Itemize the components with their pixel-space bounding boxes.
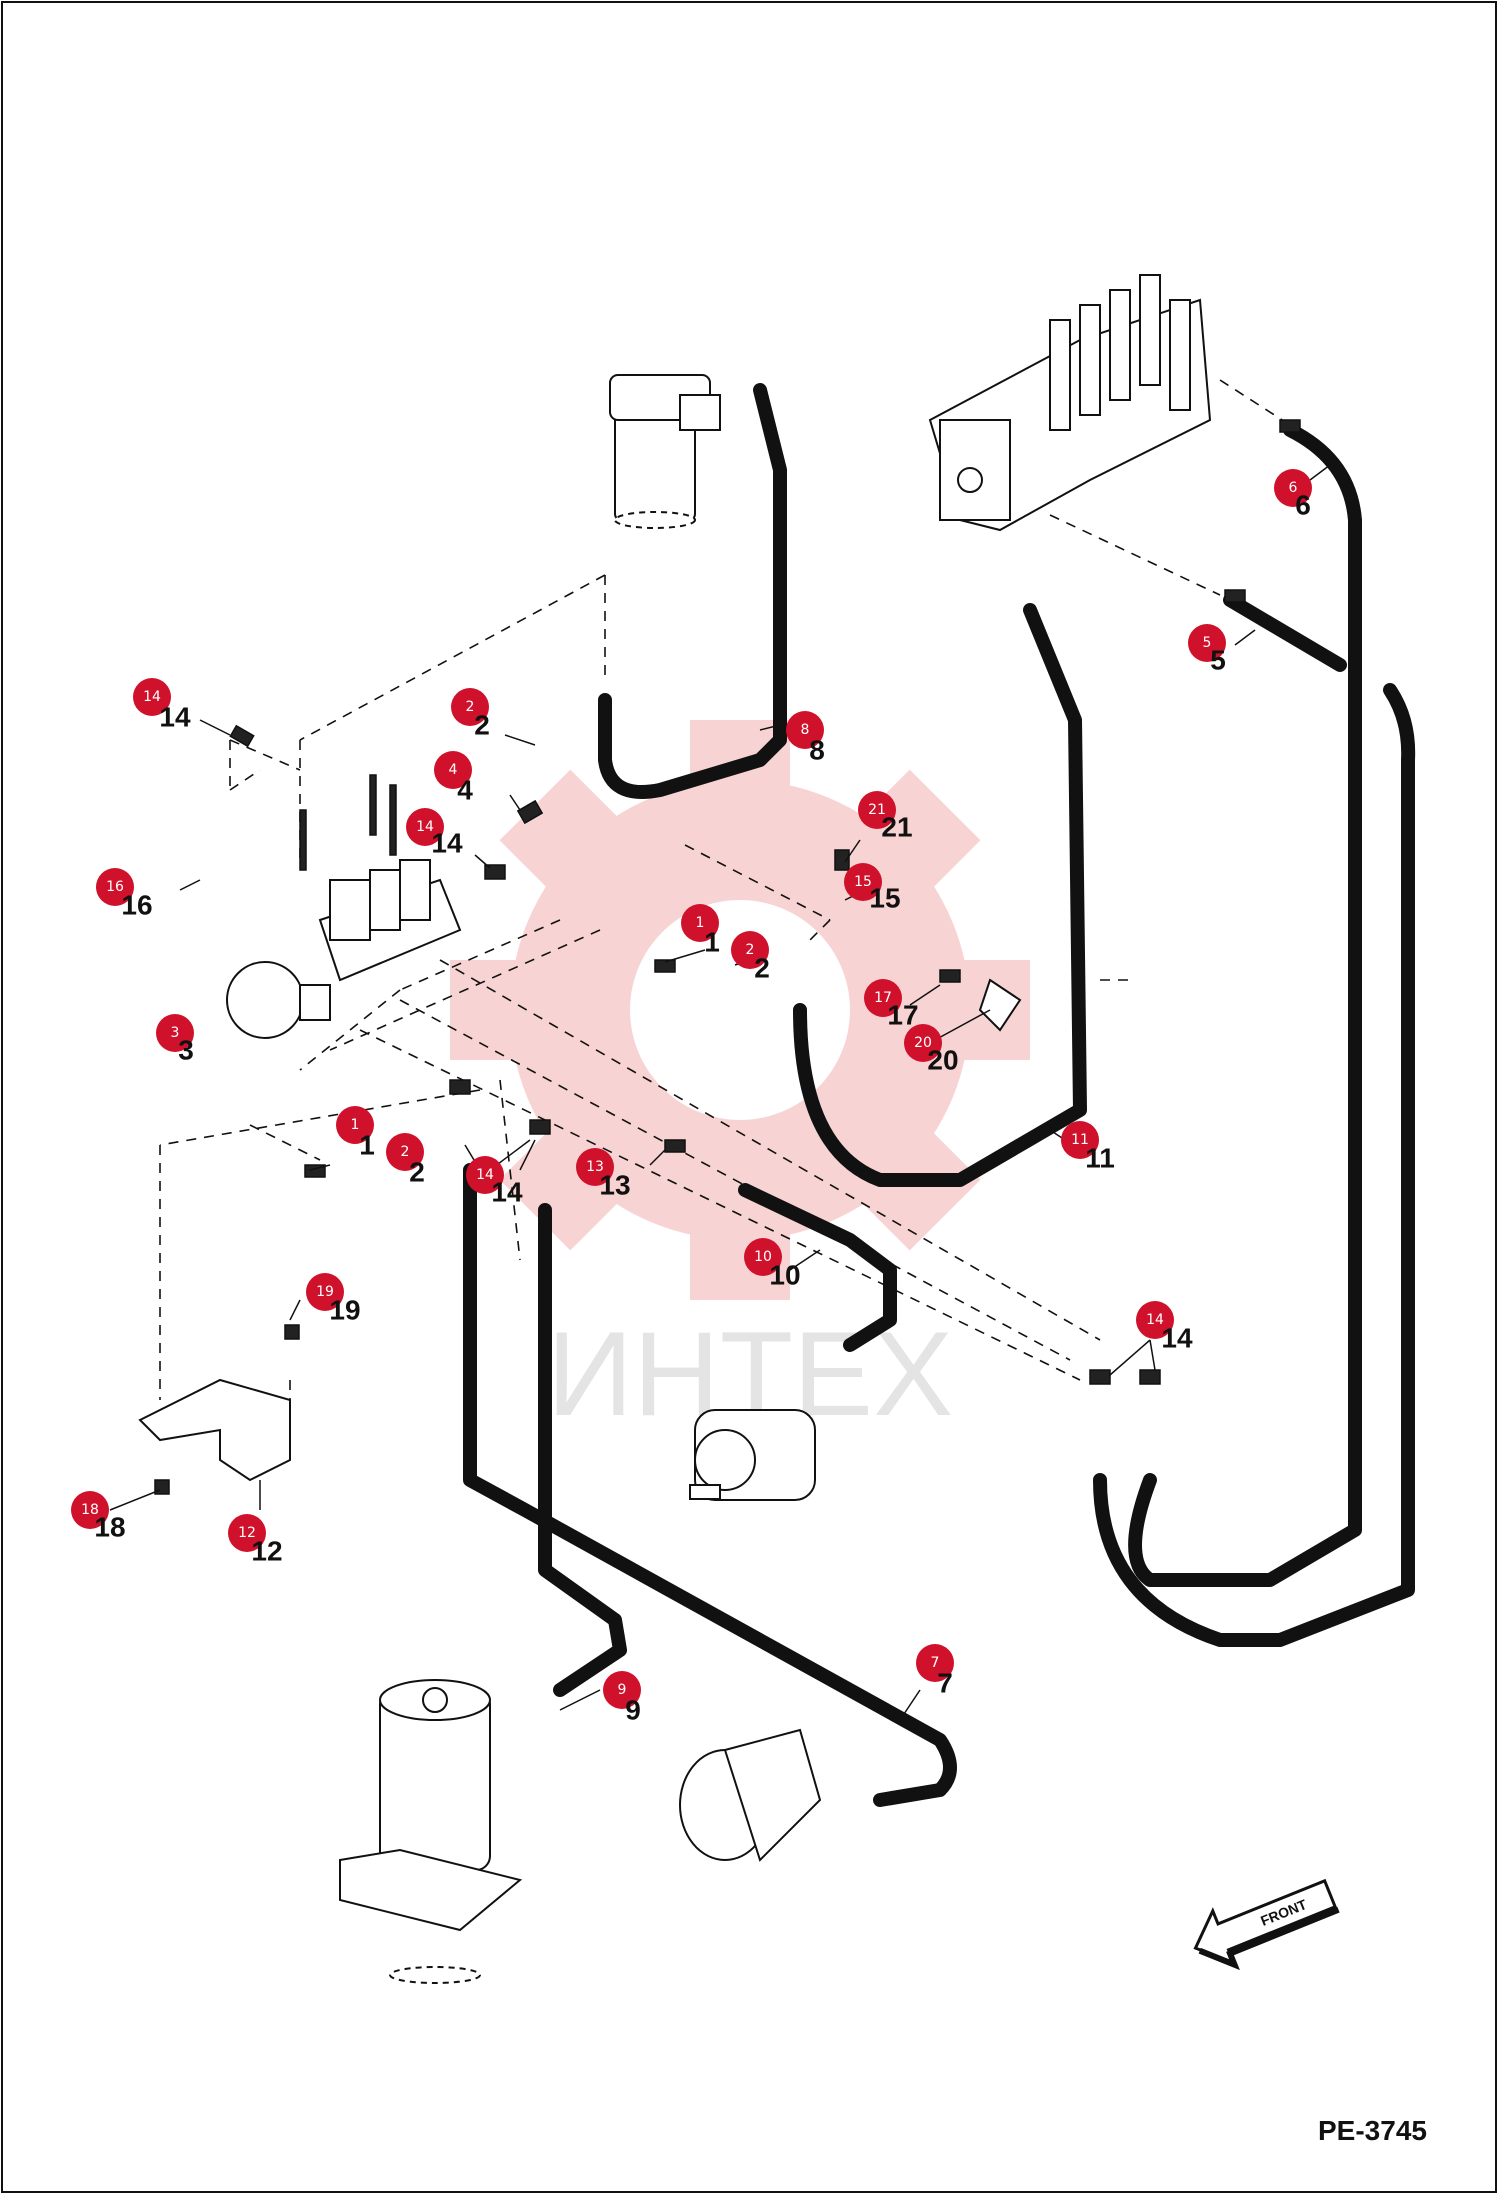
part-label: 2 bbox=[474, 710, 490, 741]
part-label: 6 bbox=[1295, 490, 1311, 521]
callout-number: 19 bbox=[316, 1284, 334, 1300]
callout-9[interactable]: 99 bbox=[603, 1671, 641, 1726]
callout-2b[interactable]: 22 bbox=[731, 931, 770, 984]
callout-number: 2 bbox=[746, 942, 755, 958]
callout-2a[interactable]: 22 bbox=[451, 688, 490, 741]
part-label: 14 bbox=[491, 1177, 523, 1208]
part-label: 5 bbox=[1210, 645, 1226, 676]
travel-motor bbox=[679, 1728, 822, 1862]
part-label: 7 bbox=[937, 1668, 953, 1699]
callout-number: 16 bbox=[106, 879, 124, 895]
part-label: 12 bbox=[251, 1536, 282, 1567]
part-label: 16 bbox=[121, 890, 152, 921]
part-label: 13 bbox=[599, 1170, 630, 1201]
part-label: 18 bbox=[94, 1512, 125, 1543]
part-label: 17 bbox=[887, 1000, 918, 1031]
callout-5[interactable]: 55 bbox=[1188, 624, 1226, 676]
callout-8[interactable]: 88 bbox=[786, 711, 825, 766]
part-label: 14 bbox=[431, 828, 463, 859]
callout-number: 18 bbox=[81, 1502, 99, 1518]
fittings bbox=[154, 419, 1301, 1495]
callout-number: 4 bbox=[449, 762, 458, 778]
callout-number: 13 bbox=[586, 1159, 604, 1175]
part-label: 15 bbox=[869, 883, 900, 914]
callout-number: 21 bbox=[868, 802, 886, 818]
callout-number: 14 bbox=[1146, 1312, 1164, 1328]
callout-2c[interactable]: 22 bbox=[386, 1133, 425, 1188]
callout-number: 20 bbox=[914, 1035, 932, 1051]
part-label: 10 bbox=[769, 1260, 800, 1291]
fuel-filter bbox=[609, 374, 721, 529]
callout-6[interactable]: 66 bbox=[1274, 469, 1312, 521]
callout-number: 1 bbox=[696, 915, 705, 931]
callout-number: 2 bbox=[466, 699, 475, 715]
callout-number: 14 bbox=[416, 819, 434, 835]
callout-number: 9 bbox=[618, 1682, 627, 1698]
callout-number: 14 bbox=[143, 689, 161, 705]
callout-number: 14 bbox=[476, 1167, 494, 1183]
dashed-leaders bbox=[159, 379, 1291, 1450]
hoses bbox=[463, 383, 1416, 1807]
callout-1a[interactable]: 11 bbox=[681, 904, 720, 958]
callout-3[interactable]: 33 bbox=[156, 1014, 194, 1066]
part-label: 8 bbox=[809, 735, 825, 766]
callout-number: 10 bbox=[754, 1249, 772, 1265]
part-label: 9 bbox=[625, 1695, 641, 1726]
callout-number: 12 bbox=[238, 1525, 256, 1541]
part-label: 2 bbox=[754, 953, 770, 984]
callout-number: 2 bbox=[401, 1144, 410, 1160]
part-label: 1 bbox=[359, 1130, 375, 1161]
callout-number: 17 bbox=[874, 990, 892, 1006]
callout-7[interactable]: 77 bbox=[916, 1644, 954, 1699]
part-label: 14 bbox=[1161, 1323, 1193, 1354]
part-label: 11 bbox=[1085, 1143, 1115, 1174]
part-label: 1 bbox=[704, 927, 720, 958]
callout-number: 6 bbox=[1289, 480, 1298, 496]
front-arrow: FRONT bbox=[1193, 1878, 1340, 1971]
control-valve bbox=[928, 274, 1212, 532]
bracket bbox=[138, 1378, 291, 1482]
part-label: 19 bbox=[329, 1295, 360, 1326]
callout-number: 7 bbox=[931, 1655, 940, 1671]
leaders bbox=[109, 464, 1331, 1721]
callout-number: 3 bbox=[171, 1025, 180, 1041]
part-label: 2 bbox=[409, 1157, 425, 1188]
callout-number: 1 bbox=[351, 1117, 360, 1133]
callout-number: 15 bbox=[854, 874, 872, 890]
drawing-number: PE-3745 bbox=[1318, 2115, 1427, 2146]
callout-number: 11 bbox=[1071, 1132, 1089, 1148]
accumulator bbox=[226, 961, 331, 1039]
part-label: 14 bbox=[159, 702, 191, 733]
callout-number: 5 bbox=[1203, 635, 1212, 651]
callout-4[interactable]: 44 bbox=[434, 751, 473, 806]
part-label: 3 bbox=[178, 1035, 194, 1066]
swing-motor bbox=[339, 1679, 523, 1984]
callout-number: 8 bbox=[801, 722, 810, 738]
gear-pump bbox=[689, 1409, 816, 1501]
part-label: 20 bbox=[927, 1045, 958, 1076]
part-label: 4 bbox=[457, 775, 473, 806]
solenoid-block bbox=[299, 774, 462, 982]
callout-1b[interactable]: 11 bbox=[336, 1106, 375, 1161]
part-label: 21 bbox=[881, 812, 912, 843]
